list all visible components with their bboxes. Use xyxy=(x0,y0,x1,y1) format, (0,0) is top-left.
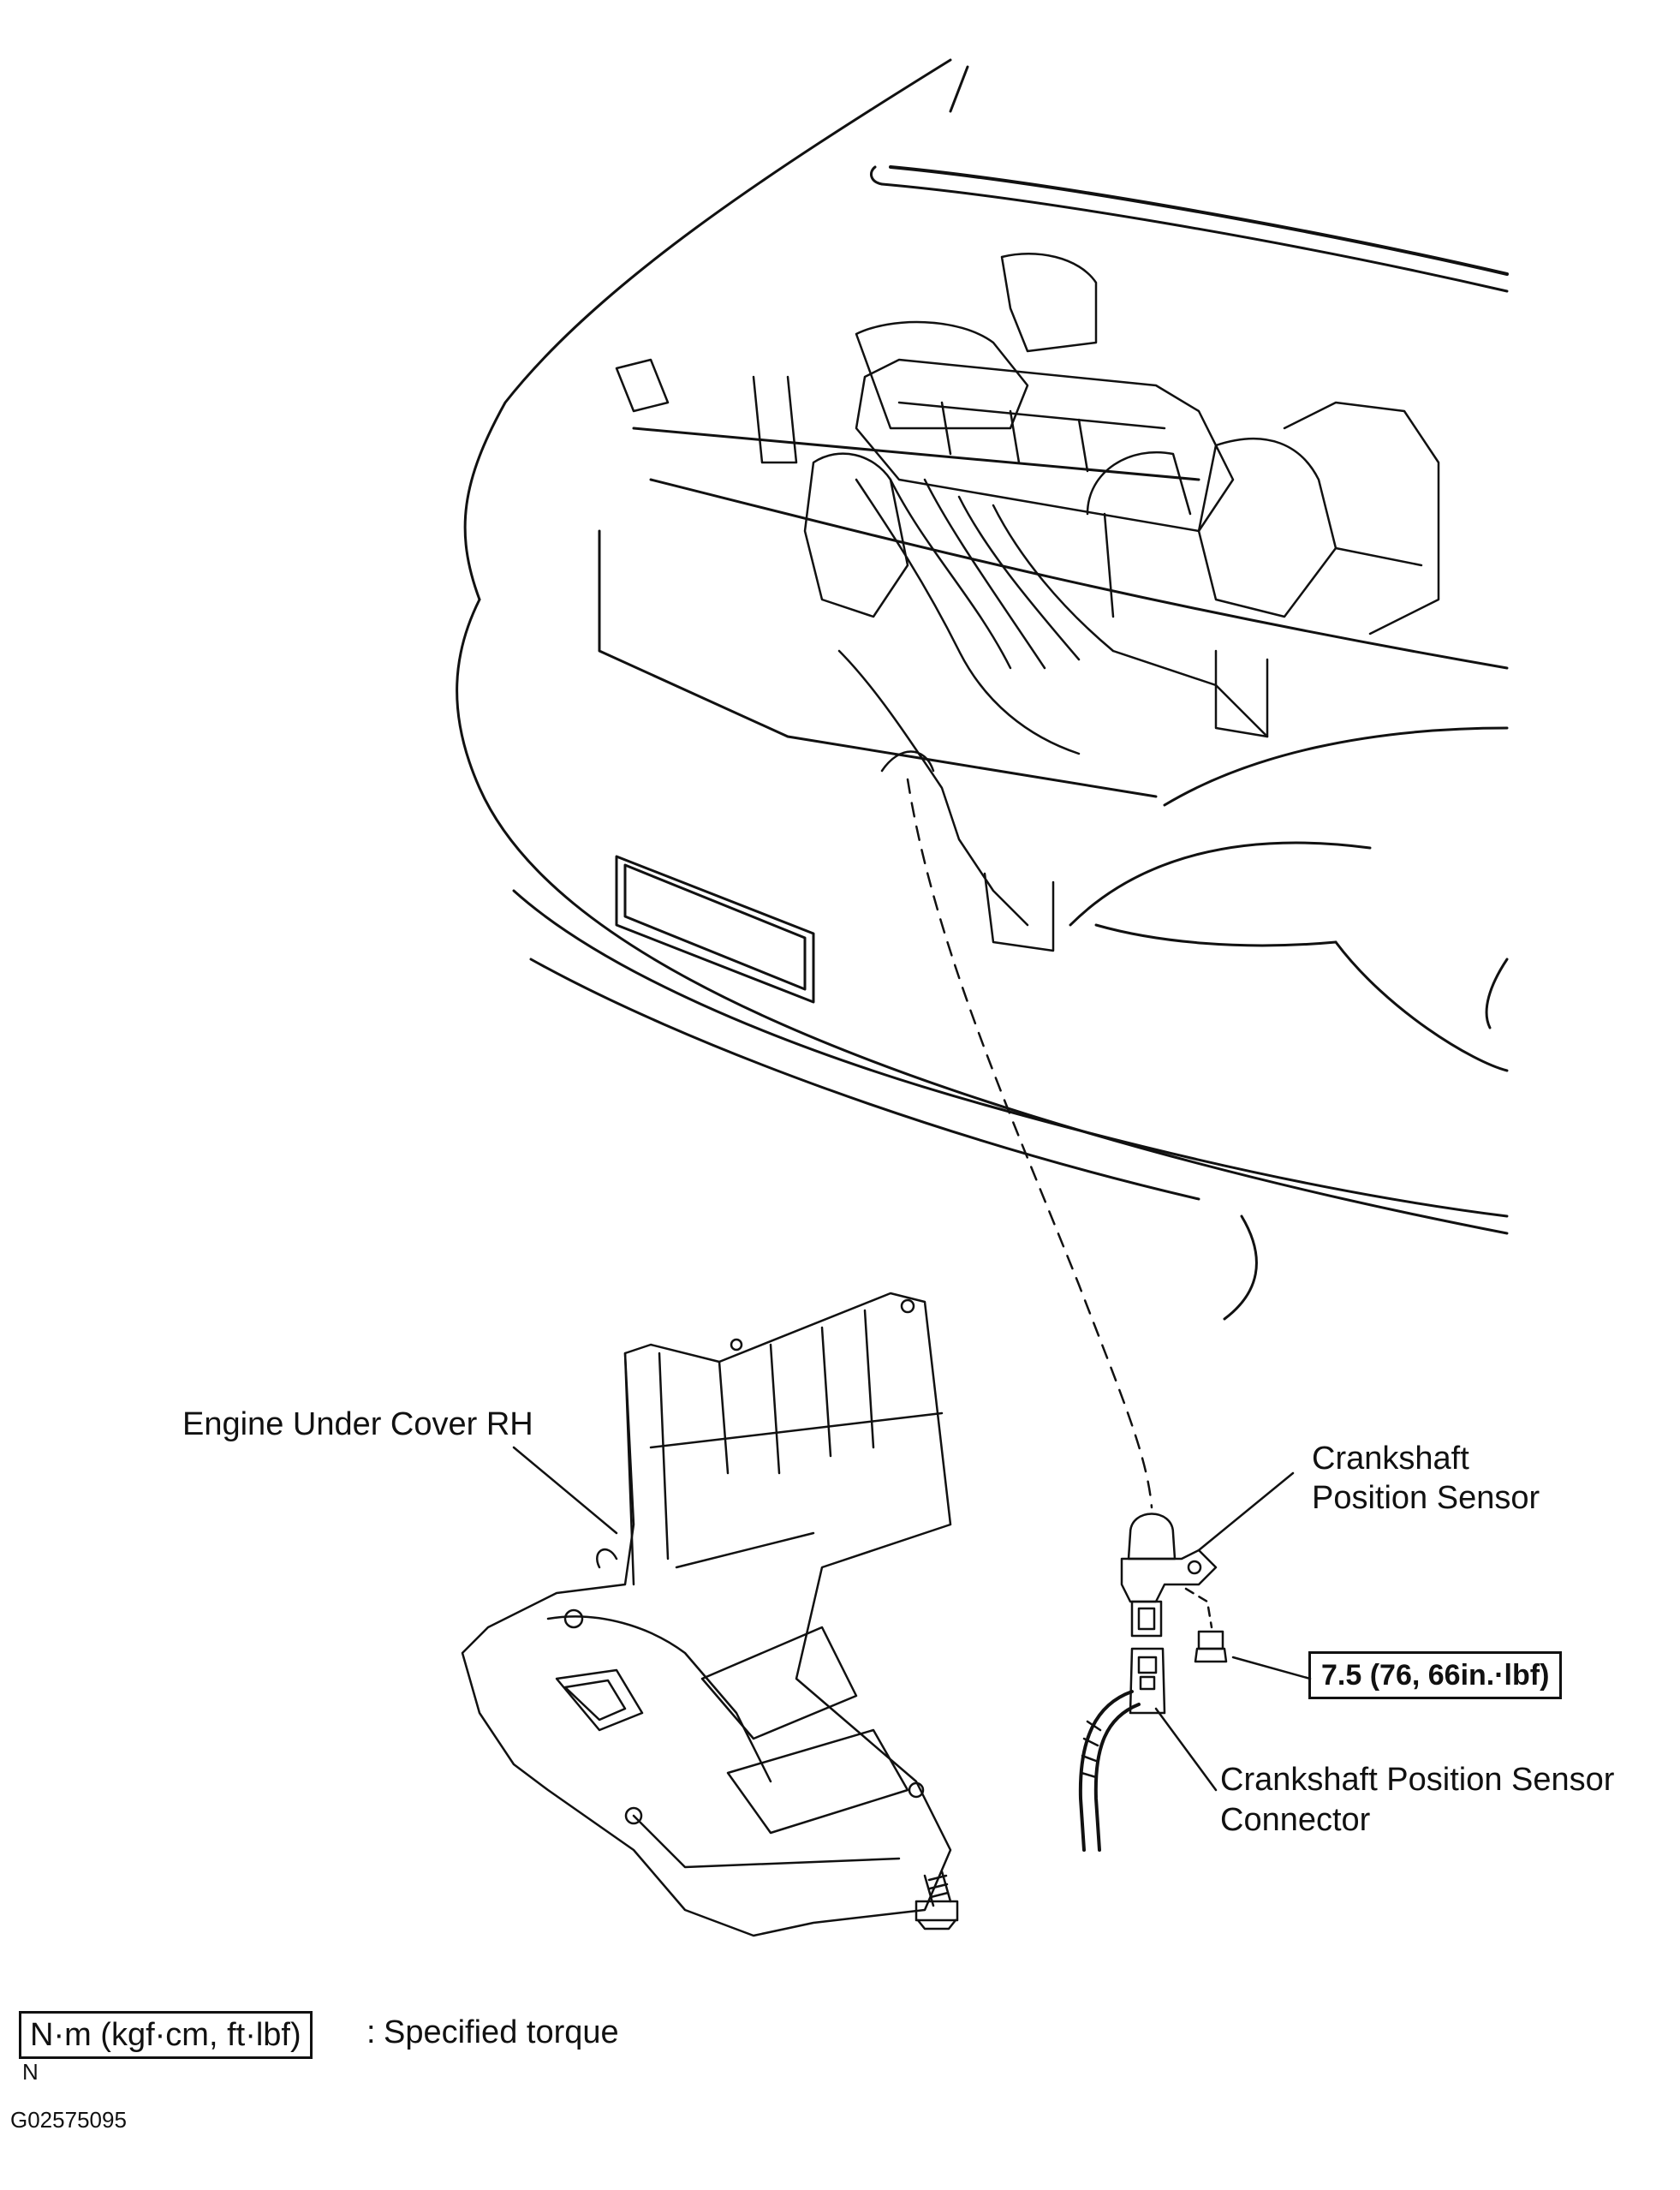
torque-spec-box: 7.5 (76, 66in.·lbf) xyxy=(1308,1651,1563,1699)
sensor-leader xyxy=(1197,1471,1295,1552)
engine-under-cover-part xyxy=(461,1292,952,1937)
figure-id: G02575095 xyxy=(10,2107,127,2133)
crankshaft-position-sensor-part xyxy=(1120,1513,1218,1638)
connector-label-line2: Connector xyxy=(1220,1802,1371,1838)
vehicle-body xyxy=(456,58,1509,1321)
torque-leader xyxy=(1231,1656,1312,1680)
engine-assembly xyxy=(615,253,1440,952)
under-cover-bolt xyxy=(914,1870,959,1930)
dashed-leader-line xyxy=(906,778,1153,1509)
sensor-bolt-dashed xyxy=(1184,1587,1213,1629)
connector-label-line1: Crankshaft Position Sensor xyxy=(1220,1762,1615,1798)
sensor-bolt xyxy=(1194,1630,1228,1663)
connector-leader xyxy=(1154,1707,1218,1792)
sensor-connector-part xyxy=(1078,1647,1166,1852)
legend-description: Specified torque xyxy=(384,2014,619,2050)
legend-unit-box: N·m (kgf·cm, ft·lbf) xyxy=(19,2011,313,2059)
crankshaft-sensor-label-line1: Crankshaft xyxy=(1312,1441,1469,1477)
engine-under-cover-label: Engine Under Cover RH xyxy=(182,1406,533,1442)
crankshaft-sensor-label-line2: Position Sensor xyxy=(1312,1480,1540,1516)
legend-sub-text: N xyxy=(22,2059,39,2085)
under-cover-leader xyxy=(512,1446,618,1535)
legend-separator: : xyxy=(366,2014,376,2050)
